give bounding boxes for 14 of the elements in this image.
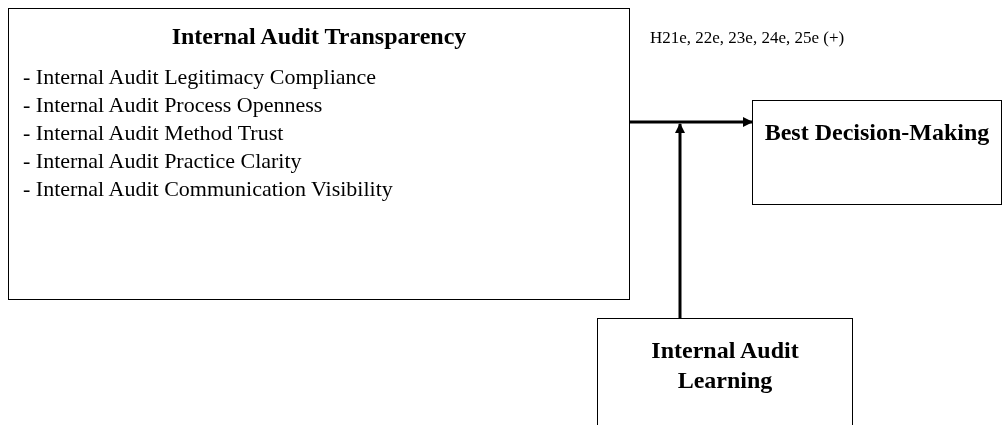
- list-item: - Internal Audit Practice Clarity: [23, 147, 302, 175]
- list-item: - Internal Audit Legitimacy Compliance: [23, 63, 377, 91]
- construct-box: [8, 8, 630, 300]
- node-heading: Internal Audit Transparency: [170, 22, 468, 51]
- arrow: [675, 123, 685, 318]
- node-heading: Internal Audit Learning: [650, 336, 800, 395]
- list-item: - Internal Audit Method Trust: [23, 119, 284, 147]
- construct-box: [597, 318, 853, 425]
- arrow: [630, 117, 753, 127]
- list-item: - Internal Audit Communication Visibility: [23, 175, 393, 203]
- edge-label: H21e, 22e, 23e, 24e, 25e (+): [650, 28, 845, 48]
- construct-box: [752, 100, 1002, 205]
- list-item: - Internal Audit Process Openness: [23, 91, 323, 119]
- node-heading: Best Decision-Making: [763, 118, 991, 147]
